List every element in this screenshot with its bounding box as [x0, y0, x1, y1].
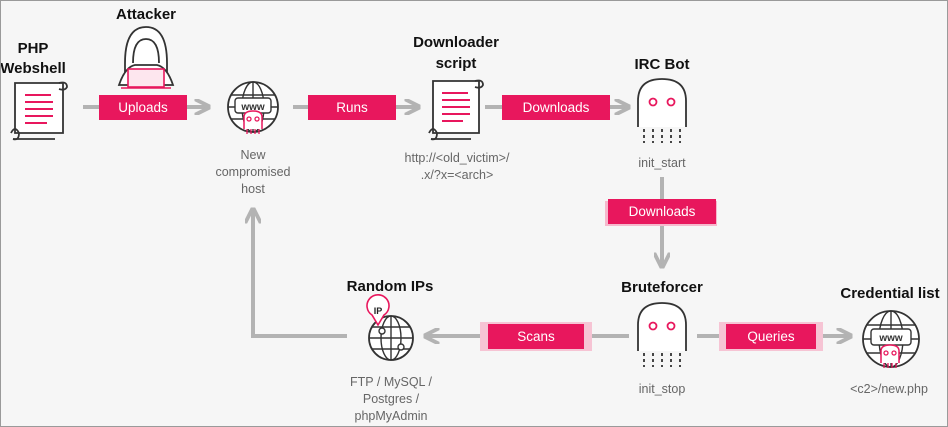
ghost-bot-icon [637, 78, 687, 143]
bruteforcer-title: Bruteforcer [621, 279, 703, 296]
scroll-document-icon [10, 81, 68, 141]
skull-bug-icon [243, 110, 263, 134]
edge-label-queries-text: Queries [747, 329, 795, 344]
arrow-randomips-to-host [253, 209, 347, 338]
edge-label-scans-text: Scans [517, 329, 555, 344]
randomips-title: Random IPs [347, 278, 434, 295]
ip-location-pin-icon: IP [366, 294, 390, 327]
edge-label-downloads-2: Downloads [605, 199, 717, 226]
host-sub-line2: compromised [215, 165, 290, 179]
scroll-document-icon [428, 79, 484, 141]
node-attacker: Attacker [116, 6, 176, 89]
bruteforcer-sub: init_stop [639, 382, 686, 396]
edge-label-queries: Queries [719, 322, 823, 351]
credential-globe-text: www [878, 333, 903, 344]
node-irc-bot: IRC Bot init_start [635, 56, 690, 170]
hooded-hacker-icon [117, 26, 175, 89]
node-downloader-script: Downloader script http://<old_victim>/ .… [405, 34, 510, 182]
host-globe-text: www [240, 102, 265, 113]
node-php-webshell: PHP Webshell [1, 40, 68, 141]
randomips-sub-line1: FTP / MySQL / [350, 375, 432, 389]
host-sub-line1: New [240, 148, 266, 162]
webshell-title-line2: Webshell [1, 60, 66, 77]
downloader-title-line1: Downloader [413, 34, 499, 51]
edge-label-downloads-1: Downloads [502, 95, 610, 120]
credential-sub: <c2>/new.php [850, 382, 928, 396]
randomips-sub-line2: Postgres / [363, 392, 420, 406]
network-globe-icon [368, 315, 414, 361]
edge-label-runs: Runs [308, 95, 396, 120]
downloader-title-line2: script [436, 55, 477, 72]
globe-www-icon: www [227, 81, 279, 133]
node-credential-list: Credential list www <c2>/new.php [840, 285, 939, 396]
edge-label-uploads: Uploads [99, 95, 187, 120]
edge-label-downloads-1-text: Downloads [523, 100, 590, 115]
ip-badge-text: IP [374, 306, 383, 316]
edge-label-scans: Scans [480, 322, 592, 351]
randomips-sub-line3: phpMyAdmin [355, 409, 428, 423]
edge-label-runs-text: Runs [336, 100, 368, 115]
downloader-url-line1: http://<old_victim>/ [405, 151, 510, 165]
edge-label-uploads-text: Uploads [118, 100, 168, 115]
ghost-bot-icon [637, 302, 687, 367]
host-sub-line3: host [241, 182, 265, 196]
globe-www-icon: www [862, 310, 920, 368]
webshell-title-line1: PHP [18, 40, 49, 57]
edge-label-downloads-2-text: Downloads [629, 204, 696, 219]
skull-bug-icon [880, 344, 900, 368]
ircbot-sub: init_start [638, 156, 686, 170]
ircbot-title: IRC Bot [635, 56, 690, 73]
downloader-url-line2: .x/?x=<arch> [421, 168, 494, 182]
attacker-title: Attacker [116, 6, 176, 23]
node-random-ips: Random IPs IP FTP / MySQL / Postgres / p… [347, 278, 434, 423]
credential-title: Credential list [840, 285, 939, 302]
node-compromised-host: www New compromised host [215, 81, 291, 196]
node-bruteforcer: Bruteforcer init_stop [621, 279, 703, 396]
